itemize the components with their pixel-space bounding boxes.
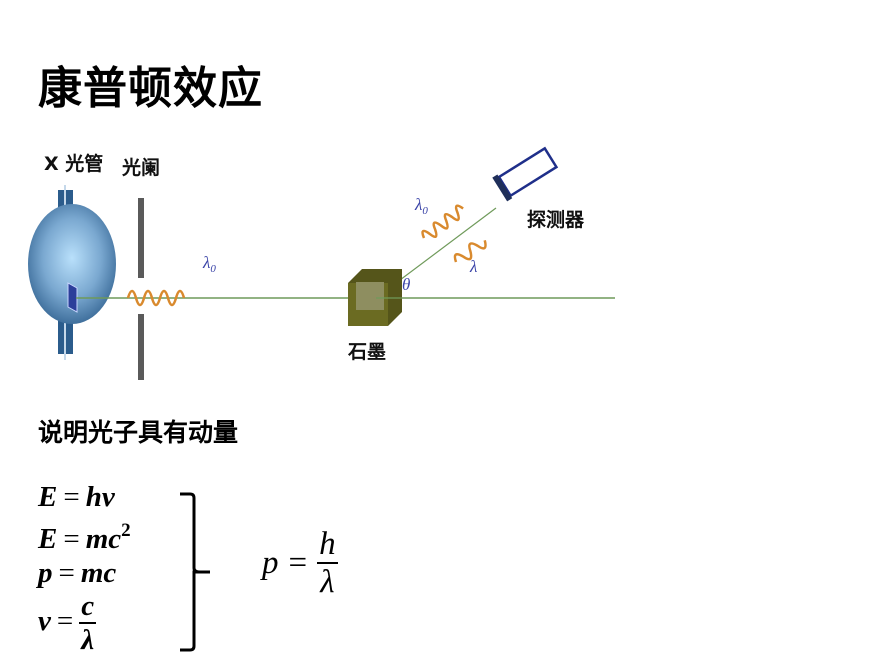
slit-label: 光阑 (121, 156, 160, 179)
equation-2: E=mc2 (38, 520, 131, 555)
detector-label: 探测器 (527, 209, 585, 231)
scattered-wave-unshifted (421, 204, 464, 239)
slit-icon (138, 198, 144, 380)
scattered-lambda-label: λ (469, 257, 477, 276)
x-ray-tube-icon (28, 185, 116, 360)
right-brace-icon (180, 492, 210, 652)
compton-diagram: λ0 θ λ0 λ X 光管 光阑 探测器 石墨 (28, 146, 615, 380)
equation-3: p=mc (38, 557, 117, 589)
page-title: 康普顿效应 (38, 63, 263, 114)
scattered-wave-shifted (453, 240, 487, 263)
target-label: 石墨 (347, 341, 386, 363)
detector-icon (492, 146, 559, 202)
incident-lambda-label: λ0 (202, 253, 216, 275)
equation-1: E=hν (38, 481, 115, 513)
angle-theta-label: θ (402, 275, 410, 294)
x-tube-label: X 光管 (44, 152, 103, 175)
graphite-target-icon (348, 269, 402, 326)
incident-wave (126, 289, 186, 307)
scattered-lambda0-label: λ0 (414, 195, 428, 217)
subtitle: 说明光子具有动量 (38, 418, 239, 447)
